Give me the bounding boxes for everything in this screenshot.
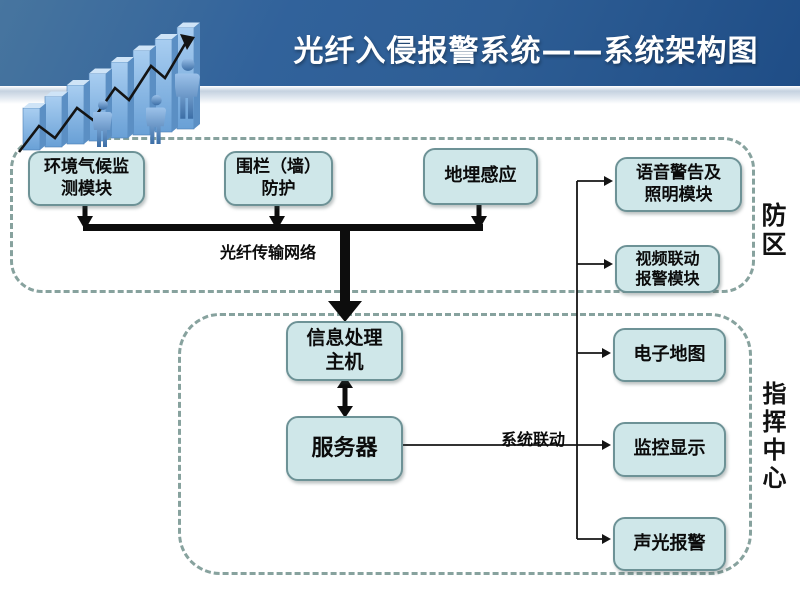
node-info-processing-host: 信息处理 主机 [286,321,403,381]
node-server: 服务器 [286,416,403,481]
connector-host-server [342,385,348,409]
connector-fiber-bus [83,224,483,231]
node-voice-warning-lighting: 语音警告及 照明模块 [615,157,742,212]
page-title: 光纤入侵报警系统——系统架构图 [293,34,759,69]
defense-zone-frame [10,137,755,293]
connector-bus-to-host [340,229,350,303]
system-linkage-label: 系统联动 [500,430,565,449]
3d-bars [17,22,200,153]
node-sound-light-alarm: 声光报警 [613,517,726,571]
command-center-zone-frame [178,313,752,575]
defense-zone-label: 防区 [758,202,787,260]
connector-buried-to-bus [476,201,482,217]
rising-bar-chart-clipart-icon [17,22,200,153]
node-monitor-display: 监控显示 [613,422,726,477]
command-center-zone-label: 指挥中心 [758,381,786,493]
connector-env-to-bus [82,202,88,217]
node-buried-sensing: 地埋感应 [423,148,538,205]
fiber-network-label: 光纤传输网络 [219,243,316,262]
node-fence-protection: 围栏（墙） 防护 [224,151,333,206]
connector-fence-to-bus [274,202,280,217]
node-env-climate-module: 环境气候监 测模块 [28,151,145,206]
node-video-linkage-alarm: 视频联动 报警模块 [615,245,720,293]
node-electronic-map: 电子地图 [613,328,726,382]
